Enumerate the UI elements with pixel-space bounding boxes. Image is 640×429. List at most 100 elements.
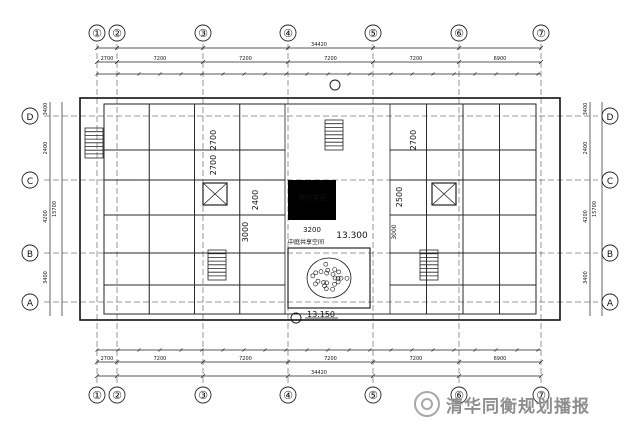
- room-cell: [194, 179, 241, 216]
- room-cell: [148, 214, 195, 254]
- grid-axis-label: D: [27, 113, 34, 123]
- plant-mark: [313, 270, 319, 276]
- plant-mark: [332, 275, 338, 281]
- dimension-tick: [389, 72, 393, 76]
- dimension-tick: [368, 348, 372, 352]
- grid-axis-bubble: [364, 24, 382, 42]
- grid-axis-bubble: [601, 244, 619, 262]
- dimension-tick: [431, 348, 435, 352]
- exterior-wall: [79, 97, 561, 321]
- plant-mark: [335, 276, 341, 281]
- entrance-marker: [290, 312, 302, 324]
- room-cell: [426, 284, 464, 315]
- grid-axis-label: ④: [283, 27, 293, 40]
- dimension-tick: [431, 72, 435, 76]
- dimension-tick: [473, 72, 477, 76]
- plant-mark: [313, 281, 318, 287]
- dimension-tick: [114, 373, 120, 379]
- room-cell: [426, 103, 464, 151]
- dimension-span: 7200: [154, 356, 167, 362]
- dimension-tick: [179, 348, 183, 352]
- room-cell: [103, 252, 150, 286]
- grid-axis-bubble: [601, 171, 619, 189]
- entrance-marker: [329, 79, 341, 91]
- grid-axis-bubble: [532, 386, 550, 404]
- plant-mark: [315, 278, 321, 284]
- plant-mark: [330, 271, 336, 277]
- room-cell: [103, 284, 150, 315]
- room-cell: [462, 179, 500, 216]
- room-cell: [389, 149, 427, 181]
- dimension-overall: 15700: [52, 201, 58, 217]
- room-cell: [462, 103, 500, 151]
- elevator-cross: [431, 182, 457, 206]
- grid-axis-bubble: [108, 386, 126, 404]
- room-cell: [148, 179, 195, 216]
- grid-axis-label: ⑤: [368, 389, 378, 402]
- grid-axis-bubble: [21, 244, 39, 262]
- grid-axis-bubble: [194, 386, 212, 404]
- dimension-span: 3400: [583, 271, 589, 284]
- plant-mark: [318, 269, 324, 274]
- dimension-tick: [305, 72, 309, 76]
- grid-axis-label: ⑦: [536, 389, 546, 402]
- grid-axis-bubble: [21, 293, 39, 311]
- label-level: 13.300: [336, 231, 368, 241]
- dimension-span: 2700: [101, 56, 114, 62]
- grid-axis-bubble: [88, 24, 106, 42]
- dimension-tick: [452, 348, 456, 352]
- grid-axis-bubble: [194, 24, 212, 42]
- grid-axis-bubble: [450, 24, 468, 42]
- room-cell: [239, 149, 286, 181]
- dimension-tick: [538, 373, 544, 379]
- grid-axis-label: ⑥: [454, 27, 464, 40]
- room-cell: [148, 149, 195, 181]
- room-cell: [239, 103, 286, 151]
- room-cell: [499, 284, 537, 315]
- dimension-tick: [200, 373, 206, 379]
- dimension-tick: [137, 72, 141, 76]
- grid-axis-label: ⑥: [454, 389, 464, 402]
- dimension-tick: [456, 373, 462, 379]
- dimension-span: 7200: [239, 356, 252, 362]
- dimension-tick: [326, 72, 330, 76]
- room-cell: [103, 149, 150, 181]
- room-cell: [148, 284, 195, 315]
- dimension-overall: 34420: [311, 370, 327, 376]
- dimension-tick: [284, 72, 288, 76]
- dimension-tick: [347, 348, 351, 352]
- room-cell: [148, 103, 195, 151]
- plant-mark: [321, 280, 326, 285]
- label-level: 13.150: [307, 310, 335, 319]
- dimension-overall: 15700: [592, 201, 598, 217]
- dimension-tick: [285, 373, 291, 379]
- label-room-dim: 3000: [391, 224, 398, 239]
- grid-axis-bubble: [601, 107, 619, 125]
- grid-axis-label: A: [607, 299, 614, 309]
- dimension-span: 2400: [583, 142, 589, 155]
- dimension-tick: [515, 72, 519, 76]
- grid-axis-label: ⑤: [368, 27, 378, 40]
- plant-mark: [344, 276, 350, 281]
- grid-axis-label: ③: [198, 389, 208, 402]
- dimension-tick: [158, 72, 162, 76]
- grid-axis-bubble: [364, 386, 382, 404]
- room-cell: [103, 179, 150, 216]
- room-cell: [103, 103, 150, 151]
- grid-axis-label: C: [27, 177, 33, 187]
- label-hall: 休闲茶室: [298, 193, 326, 202]
- dimension-tick: [368, 72, 372, 76]
- dimension-tick: [389, 348, 393, 352]
- dimension-tick: [263, 348, 267, 352]
- grid-axis-label: ④: [283, 389, 293, 402]
- grid-axis-label: ③: [198, 27, 208, 40]
- dimension-tick: [370, 373, 376, 379]
- room-cell: [499, 149, 537, 181]
- elevator-cross: [202, 182, 228, 206]
- grid-axis-label: ①: [92, 27, 102, 40]
- dimension-tick: [221, 72, 225, 76]
- room-cell: [499, 252, 537, 286]
- dimension-tick: [536, 72, 540, 76]
- plant-mark: [310, 273, 316, 279]
